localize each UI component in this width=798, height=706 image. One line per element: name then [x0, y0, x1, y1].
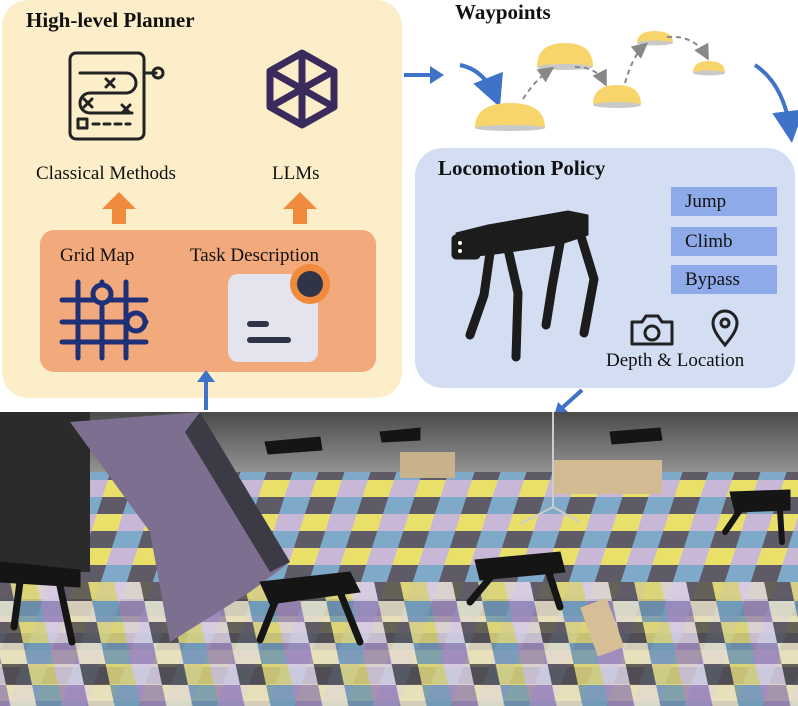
camera-icon [630, 314, 674, 346]
up-arrow-icon [197, 370, 215, 410]
up-arrow-icon [283, 192, 317, 224]
classical-methods-label: Classical Methods [36, 163, 176, 184]
waypoint-dome [537, 43, 593, 67]
maze-plan-icon [68, 51, 165, 141]
up-arrow-icon [102, 192, 136, 224]
quadruped-robot-icon [451, 210, 599, 362]
task-description-label: Task Description [190, 245, 320, 266]
grid-map-icon [59, 279, 149, 361]
waypoint-dome [593, 85, 641, 105]
waypoints-title: Waypoints [455, 0, 551, 24]
planner-title: High-level Planner [26, 8, 195, 32]
waypoint-entry-arrow [459, 63, 503, 108]
location-pin-icon [711, 309, 739, 348]
waypoint-exit-arrow [753, 63, 798, 143]
llm-knot-icon [266, 49, 338, 129]
llms-label: LLMs [272, 163, 320, 184]
policy-title: Locomotion Policy [438, 156, 606, 180]
waypoint-dome [693, 61, 725, 73]
grid-map-label: Grid Map [60, 245, 135, 266]
right-arrow-icon [404, 66, 444, 84]
robots-arena-photo [0, 412, 798, 706]
waypoints-diagram [459, 31, 798, 143]
depth-location-label: Depth & Location [606, 350, 745, 371]
skill-bypass: Bypass [671, 265, 777, 294]
document-icon [228, 264, 330, 362]
skill-climb: Climb [671, 227, 777, 256]
skill-jump: Jump [671, 187, 777, 216]
waypoint-dome [637, 31, 673, 43]
waypoint-dome [475, 103, 545, 128]
